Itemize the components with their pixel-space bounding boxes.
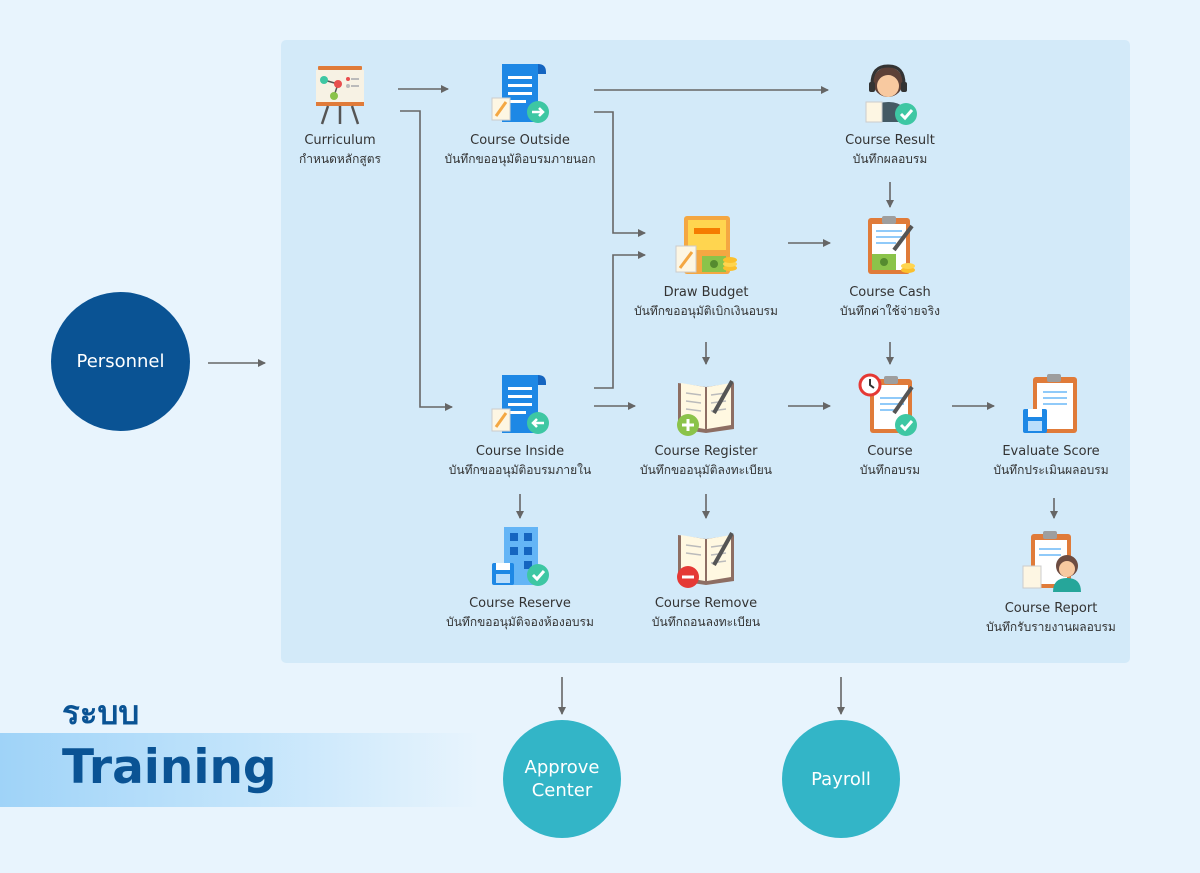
- course-report-title: Course Report: [1004, 601, 1098, 616]
- payroll-label: Payroll: [811, 768, 871, 790]
- curriculum-node: Curriculum กำหนดหลักสูตร: [240, 62, 440, 168]
- curriculum-title: Curriculum: [304, 133, 376, 148]
- document-arrow-left-icon: [488, 373, 552, 437]
- approve-center-label-line2: Center: [531, 780, 593, 801]
- approve-center-label-line1: Approve: [524, 757, 600, 778]
- course-reserve-subtitle: บันทึกขออนุมัติจองห้องอบรม: [446, 615, 594, 629]
- course-register-subtitle: บันทึกขออนุมัติลงทะเบียน: [639, 463, 773, 477]
- course-reserve-node: Course Reserve บันทึกขออนุมัติจองห้องอบร…: [420, 525, 620, 631]
- evaluate-score-title: Evaluate Score: [1002, 444, 1100, 459]
- draw-budget-subtitle: บันทึกขออนุมัติเบิกเงินอบรม: [634, 304, 778, 318]
- personnel-label: Personnel: [76, 351, 165, 372]
- course-remove-subtitle: บันทึกถอนลงทะเบียน: [651, 615, 761, 629]
- clipboard-woman-icon: [1019, 530, 1083, 594]
- arrow-outside-to-budget: [594, 111, 646, 237]
- course-cash-subtitle: บันทึกค่าใช้จ่ายจริง: [840, 304, 940, 318]
- budget-folder-money-icon: [674, 214, 738, 278]
- course-outside-node: Course Outside บันทึกขออนุมัติอบรมภายนอก: [420, 62, 620, 168]
- arrow-curriculum-to-inside: [400, 110, 453, 411]
- course-title: Course: [867, 444, 913, 459]
- course-result-title: Course Result: [845, 133, 935, 148]
- course-node: Course บันทึกอบรม: [790, 373, 990, 479]
- course-remove-node: Course Remove บันทึกถอนลงทะเบียน: [606, 525, 806, 631]
- support-agent-check-icon: [858, 62, 922, 126]
- arrow-inside-to-budget: [594, 251, 646, 389]
- course-report-node: Course Report บันทึกรับรายงานผลอบรม: [951, 530, 1151, 636]
- brand-name-label: Training: [62, 740, 277, 795]
- course-register-title: Course Register: [654, 444, 758, 459]
- course-inside-subtitle: บันทึกขออนุมัติอบรมภายใน: [448, 463, 592, 477]
- approve-center-circle: Approve Center: [503, 720, 621, 838]
- course-reserve-title: Course Reserve: [469, 596, 571, 611]
- clipboard-save-icon: [1019, 373, 1083, 437]
- course-remove-title: Course Remove: [654, 596, 758, 611]
- course-result-node: Course Result บันทึกผลอบรม: [790, 62, 990, 168]
- brand-system-label: ระบบ: [62, 693, 140, 732]
- presentation-board-icon: [308, 62, 372, 126]
- payroll-circle: Payroll: [782, 720, 900, 838]
- course-cash-node: Course Cash บันทึกค่าใช้จ่ายจริง: [790, 214, 990, 320]
- draw-budget-node: Draw Budget บันทึกขออนุมัติเบิกเงินอบรม: [606, 214, 806, 320]
- document-arrow-right-icon: [488, 62, 552, 126]
- building-save-check-icon: [488, 525, 552, 589]
- curriculum-subtitle: กำหนดหลักสูตร: [298, 152, 381, 166]
- evaluate-score-subtitle: บันทึกประเมินผลอบรม: [993, 463, 1109, 477]
- course-inside-title: Course Inside: [475, 444, 565, 459]
- open-book-minus-icon: [674, 525, 738, 589]
- course-cash-title: Course Cash: [849, 285, 931, 300]
- evaluate-score-node: Evaluate Score บันทึกประเมินผลอบรม: [951, 373, 1151, 479]
- course-subtitle: บันทึกอบรม: [859, 463, 921, 477]
- course-outside-title: Course Outside: [470, 133, 570, 148]
- course-report-subtitle: บันทึกรับรายงานผลอบรม: [986, 620, 1116, 634]
- personnel-circle: Personnel: [51, 292, 190, 431]
- course-inside-node: Course Inside บันทึกขออนุมัติอบรมภายใน: [420, 373, 620, 479]
- course-outside-subtitle: บันทึกขออนุมัติอบรมภายนอก: [444, 152, 596, 166]
- clipboard-cash-icon: [858, 214, 922, 278]
- open-book-plus-icon: [674, 373, 738, 437]
- course-register-node: Course Register บันทึกขออนุมัติลงทะเบียน: [606, 373, 806, 479]
- course-result-subtitle: บันทึกผลอบรม: [852, 152, 928, 166]
- clipboard-clock-check-icon: [858, 373, 922, 437]
- draw-budget-title: Draw Budget: [663, 285, 749, 300]
- brand-band: [0, 733, 480, 807]
